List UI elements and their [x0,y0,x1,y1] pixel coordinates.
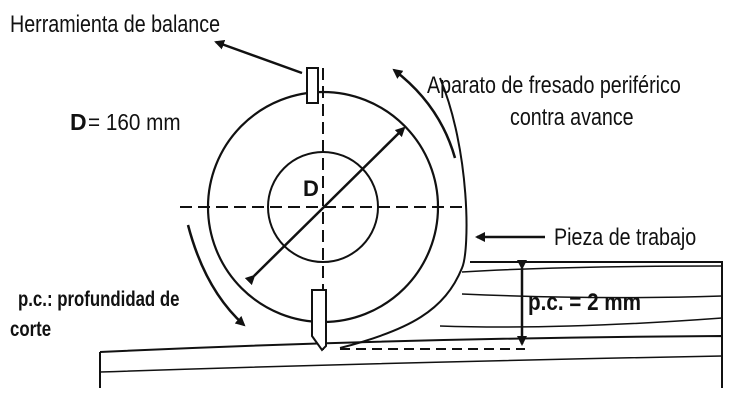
depth-label-line2: corte [10,318,52,341]
depth-value-label: p.c. = 2 mm [528,289,641,316]
workpiece-base [99,334,723,388]
bottom-cutting-insert [311,289,327,352]
workpiece-label: Pieza de trabajo [554,224,697,251]
balance-tool-arrow [214,40,303,75]
depth-label-line1: p.c.: profundidad de [18,288,180,311]
chip-contour [339,77,468,349]
rotation-arrow-bottom [186,224,246,327]
diameter-symbol-label: D [70,109,87,135]
diameter-value-label: = 160 mm [88,109,181,135]
rotation-arrow-top [392,68,457,159]
inner-diameter-symbol: D [303,176,319,201]
apparatus-label-line1: Aparato de fresado periférico [427,72,681,99]
workpiece-block [439,261,723,336]
diameter-arrow [244,126,406,286]
apparatus-label-line2: contra avance [510,104,634,131]
top-cutting-insert [306,67,319,104]
balance-tool-label: Herramienta de balance [10,11,221,38]
